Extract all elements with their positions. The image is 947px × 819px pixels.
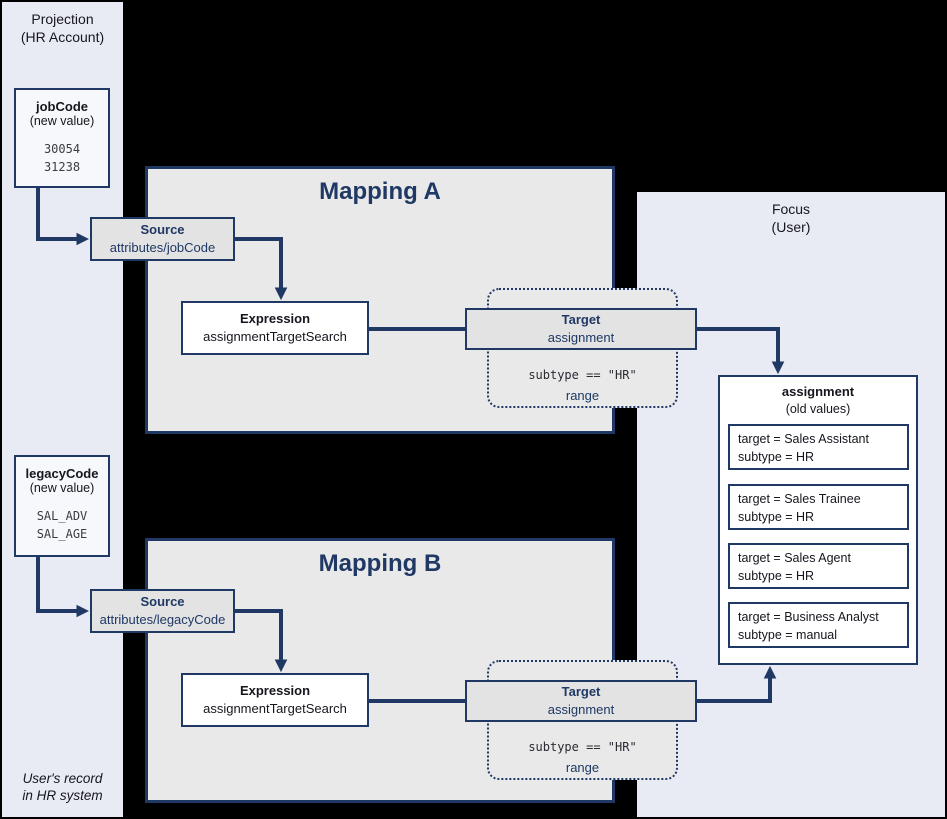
mapping-b-source-box: Source attributes/legacyCode xyxy=(90,589,235,633)
legacycode-box: legacyCode (new value) SAL_ADV SAL_AGE xyxy=(14,455,110,557)
assignment-item-2: target = Sales Trainee subtype = HR xyxy=(728,484,909,530)
jobcode-value-1: 30054 xyxy=(43,142,81,156)
mapping-a-expression-label: Expression xyxy=(239,311,311,327)
mapping-a-source-value: attributes/jobCode xyxy=(109,240,216,255)
projection-footer-line2: in HR system xyxy=(22,788,103,804)
legacycode-name: legacyCode xyxy=(25,466,99,481)
assignment-header: assignment (old values) xyxy=(720,377,916,417)
jobcode-value-2: 31238 xyxy=(43,160,81,174)
mapping-b-expression-box: Expression assignmentTargetSearch xyxy=(181,673,369,727)
mapping-b-expression-value: assignmentTargetSearch xyxy=(203,701,347,716)
assignment-item-1-target: target = Sales Assistant xyxy=(738,432,869,446)
assignment-box: assignment (old values) target = Sales A… xyxy=(718,375,918,665)
mapping-b-range-label: range xyxy=(565,760,600,775)
jobcode-box: jobCode (new value) 30054 31238 xyxy=(14,88,110,188)
assignment-item-2-target: target = Sales Trainee xyxy=(738,492,861,506)
assignment-item-2-subtype: subtype = HR xyxy=(738,509,815,524)
assignment-item-1-subtype: subtype = HR xyxy=(738,449,815,464)
projection-panel-title: Projection (HR Account) xyxy=(2,2,123,47)
mapping-b-range-condition: subtype == "HR" xyxy=(528,740,637,754)
mapping-b-source-value: attributes/legacyCode xyxy=(99,612,226,627)
assignment-item-1: target = Sales Assistant subtype = HR xyxy=(728,424,909,470)
mapping-a-target-box: Target assignment xyxy=(465,308,697,350)
projection-footer: User's record in HR system xyxy=(2,770,123,805)
mapping-a-source-label: Source xyxy=(140,222,185,238)
mapping-b-title: Mapping B xyxy=(318,550,442,577)
assignment-item-4-subtype: subtype = manual xyxy=(738,627,838,642)
assignment-item-3-subtype: subtype = HR xyxy=(738,568,815,583)
mapping-a-expression-box: Expression assignmentTargetSearch xyxy=(181,301,369,355)
mapping-b-target-label: Target xyxy=(561,684,601,700)
jobcode-name: jobCode xyxy=(36,99,88,114)
jobcode-subtitle: (new value) xyxy=(29,114,95,128)
assignment-item-4: target = Business Analyst subtype = manu… xyxy=(728,602,909,648)
mapping-b-target-value: assignment xyxy=(547,702,615,717)
focus-title-line2: (User) xyxy=(771,218,811,235)
mapping-b-expression-label: Expression xyxy=(239,683,311,699)
mapping-a-target-label: Target xyxy=(561,312,601,328)
assignment-item-4-target: target = Business Analyst xyxy=(738,610,879,624)
projection-title-line1: Projection xyxy=(31,11,94,27)
mapping-a-source-box: Source attributes/jobCode xyxy=(90,217,235,261)
mapping-a-range-condition: subtype == "HR" xyxy=(528,368,637,382)
assignment-item-3: target = Sales Agent subtype = HR xyxy=(728,543,909,589)
focus-title-line1: Focus xyxy=(771,201,811,217)
assignment-subtitle: (old values) xyxy=(785,401,851,416)
projection-footer-line1: User's record xyxy=(22,770,103,786)
assignment-item-3-target: target = Sales Agent xyxy=(738,551,851,565)
mapping-a-range-label: range xyxy=(565,388,600,403)
focus-panel-title: Focus (User) xyxy=(637,192,945,237)
mapping-a-target-value: assignment xyxy=(547,330,615,345)
legacycode-value-2: SAL_AGE xyxy=(36,527,88,541)
projection-title-line2: (HR Account) xyxy=(20,28,105,45)
legacycode-subtitle: (new value) xyxy=(29,481,95,495)
legacycode-value-1: SAL_ADV xyxy=(36,509,88,523)
assignment-title: assignment xyxy=(781,384,855,399)
mapping-a-expression-value: assignmentTargetSearch xyxy=(203,329,347,344)
mapping-a-title: Mapping A xyxy=(319,178,441,205)
mapping-b-target-box: Target assignment xyxy=(465,680,697,722)
mapping-b-source-label: Source xyxy=(140,594,185,610)
